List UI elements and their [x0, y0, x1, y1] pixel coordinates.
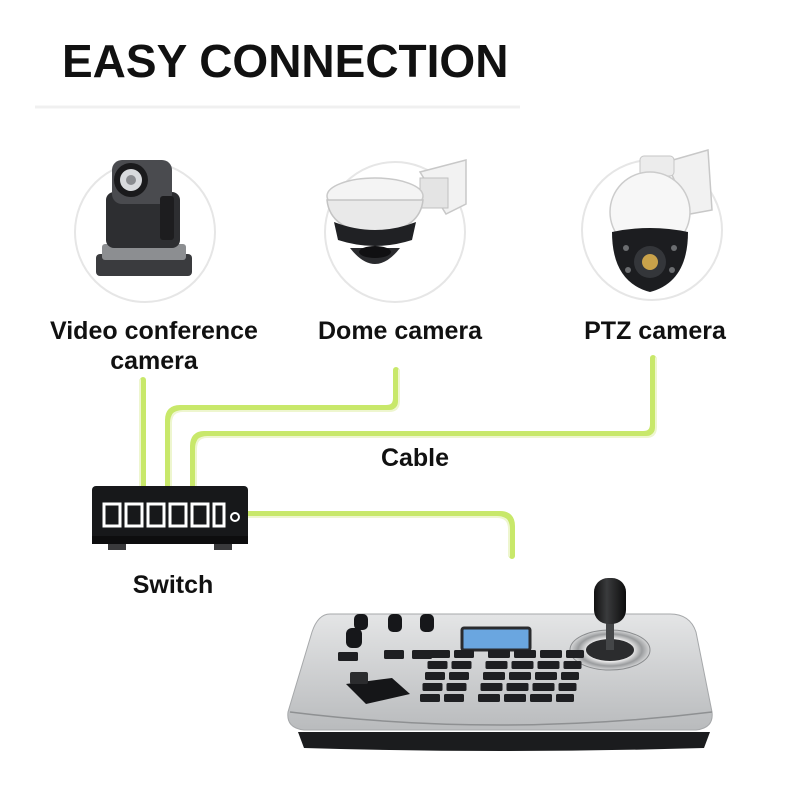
- keypad-key: [514, 650, 536, 658]
- keypad-key: [486, 661, 508, 669]
- keypad-key: [481, 683, 503, 691]
- keypad-key: [452, 661, 472, 669]
- keypad-key: [420, 694, 440, 702]
- ptz-camera: [582, 150, 722, 300]
- controller-lcd: [462, 628, 530, 650]
- cable-label: Cable: [374, 443, 456, 473]
- keypad-key: [478, 694, 500, 702]
- keypad-key: [556, 694, 574, 702]
- video-conference-camera-label: Video conference camera: [36, 316, 272, 376]
- keypad-key: [509, 672, 531, 680]
- keypad-key: [488, 650, 510, 658]
- keypad-key: [540, 650, 562, 658]
- keypad-key: [538, 661, 560, 669]
- keypad-key: [561, 672, 579, 680]
- network-switch: [92, 486, 248, 550]
- keypad-key: [483, 672, 505, 680]
- keypad-key: [425, 672, 445, 680]
- keypad-key: [507, 683, 529, 691]
- keypad-key: [533, 683, 555, 691]
- ptz-keyboard-controller: [288, 578, 712, 751]
- keypad-key: [512, 661, 534, 669]
- keypad-key: [447, 683, 467, 691]
- keypad-key: [535, 672, 557, 680]
- keypad-key: [564, 661, 582, 669]
- keypad-key: [430, 650, 450, 658]
- dome-camera-label: Dome camera: [306, 316, 494, 346]
- function-key: [338, 652, 358, 661]
- dome-camera: [325, 160, 466, 302]
- ptz-camera-label: PTZ camera: [574, 316, 736, 346]
- video-conference-label-line2: camera: [36, 346, 272, 376]
- keypad-key: [566, 650, 584, 658]
- switch-label: Switch: [126, 570, 220, 600]
- video-conference-label-line1: Video conference: [36, 316, 272, 346]
- keypad-key: [530, 694, 552, 702]
- cable-controller: [248, 514, 512, 556]
- cable-dome-camera: [168, 370, 396, 488]
- keypad-key: [504, 694, 526, 702]
- keypad-key: [444, 694, 464, 702]
- joystick-knob: [594, 578, 626, 624]
- keypad-key: [423, 683, 443, 691]
- function-key: [384, 650, 404, 659]
- function-key: [412, 650, 432, 659]
- keypad-key: [449, 672, 469, 680]
- keypad-key: [428, 661, 448, 669]
- video-conference-camera: [75, 160, 215, 302]
- keypad-key: [454, 650, 474, 658]
- keypad-key: [559, 683, 577, 691]
